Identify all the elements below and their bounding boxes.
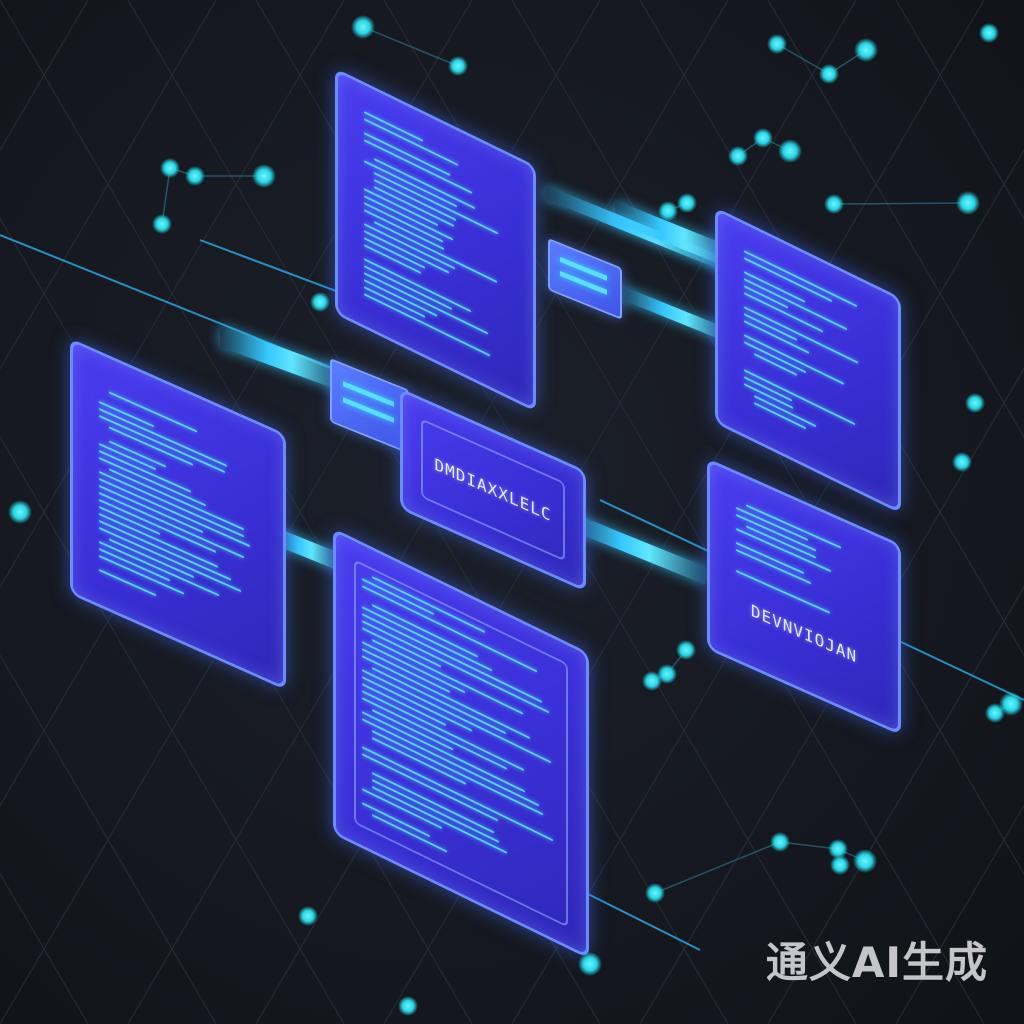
light-beam: [579, 889, 701, 951]
network-node: [965, 393, 985, 413]
grid-line: [0, 654, 217, 1024]
network-node: [398, 996, 418, 1016]
network-node: [645, 883, 665, 903]
grid-line: [0, 0, 217, 370]
network-node: [351, 15, 375, 39]
network-node: [952, 452, 972, 472]
network-node: [152, 214, 172, 234]
network-node: [830, 855, 850, 875]
network-node: [676, 640, 696, 660]
watermark: 通义AI生成: [765, 938, 988, 987]
light-beam: [199, 239, 361, 301]
network-link: [362, 26, 459, 67]
grid-line: [639, 367, 1024, 1024]
network-link: [833, 202, 969, 205]
network-node: [728, 146, 748, 166]
network-node: [767, 34, 787, 54]
network-node: [854, 38, 878, 62]
network-node: [448, 56, 468, 76]
network-node: [778, 139, 802, 163]
network-node: [252, 164, 276, 188]
grid-line: [767, 0, 1024, 439]
network-node: [753, 128, 773, 148]
network-node: [853, 849, 877, 873]
network-node: [578, 952, 602, 976]
network-node: [642, 671, 662, 691]
network-node: [8, 500, 32, 524]
network-node: [819, 64, 839, 84]
network-node: [658, 201, 678, 221]
grid-line: [895, 804, 1024, 1024]
network-link: [776, 43, 830, 75]
network-link: [654, 841, 781, 894]
network-node: [828, 839, 848, 859]
network-node: [979, 23, 999, 43]
network-node: [160, 158, 180, 178]
network-node: [310, 292, 330, 312]
network-node: [956, 191, 980, 215]
network-node: [770, 832, 790, 852]
network-node: [985, 703, 1005, 723]
grid-line: [0, 0, 345, 589]
network-node: [824, 194, 844, 214]
network-node: [657, 664, 677, 684]
network-node: [298, 906, 318, 926]
network-node: [185, 166, 205, 186]
network-node: [677, 193, 697, 213]
network-node: [999, 692, 1023, 716]
grid-line: [895, 0, 1024, 220]
